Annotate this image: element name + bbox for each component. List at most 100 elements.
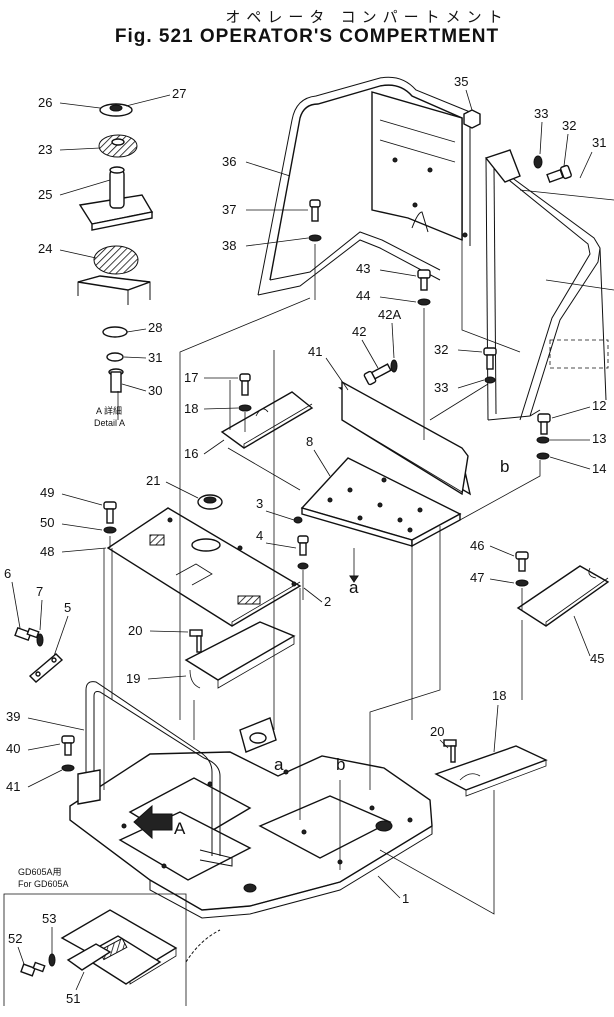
callout-1: 1 xyxy=(402,891,409,906)
part-4-bolt xyxy=(297,535,309,570)
callout-11: 12 xyxy=(592,398,606,413)
callout-53: 53 xyxy=(42,911,56,926)
detail-a-label: Detail A xyxy=(94,418,125,428)
part-32-bolt-lower xyxy=(483,347,497,370)
callout-20-upper: 20 xyxy=(128,623,142,638)
part-46-bolt xyxy=(515,551,529,572)
ref-b-lower: b xyxy=(336,755,345,774)
callout-18: 18 xyxy=(492,688,506,703)
ref-a-upper: a xyxy=(349,578,359,597)
part-42-bolt xyxy=(363,363,392,386)
inset-label-jp: GD605A用 xyxy=(18,867,62,877)
reference-letters: a a b b A xyxy=(174,457,509,838)
part-52-bolt xyxy=(20,961,46,977)
figure-title: Fig. 521 OPERATOR'S COMPERTMENT xyxy=(114,26,500,47)
part-19-pedal xyxy=(184,621,296,689)
part-12-washer xyxy=(536,436,550,444)
part-24-bracket xyxy=(78,166,154,231)
part-36-bolt xyxy=(309,199,321,222)
assembly-lines xyxy=(103,240,541,915)
callout-5: 5 xyxy=(64,600,71,615)
title-japanese: オペレータ コンパートメント xyxy=(225,9,509,26)
part-50-washer xyxy=(103,526,117,534)
callout-52: 52 xyxy=(8,931,22,946)
callout-33-lower: 33 xyxy=(434,380,448,395)
part-37-washer xyxy=(308,234,322,242)
part-31-side-frame xyxy=(484,149,614,421)
gd605a-inset: GD605A用 For GD605A xyxy=(3,867,221,1006)
part-30-lock-washer xyxy=(106,352,124,362)
part-6-bolt xyxy=(14,626,40,642)
callout-35: 36 xyxy=(222,154,236,169)
part-20-pin-lower xyxy=(443,739,457,763)
part-16-bolt xyxy=(239,373,251,396)
callout-6: 6 xyxy=(4,566,11,581)
part-34-nut xyxy=(463,109,481,129)
callout-4: 4 xyxy=(256,528,263,543)
part-22-rubber-mount xyxy=(98,134,138,158)
part-21-cap xyxy=(197,494,223,510)
inset-label: For GD605A xyxy=(18,879,69,889)
part-45-plate xyxy=(516,565,610,627)
part-43-bolt xyxy=(417,269,431,291)
callout-28: 30 xyxy=(148,383,162,398)
callout-26: 28 xyxy=(148,320,162,335)
callout-42a: 42A xyxy=(378,307,401,322)
part-32-bolt-upper xyxy=(546,164,572,184)
ref-b-upper: b xyxy=(500,457,509,476)
part-11-bolt xyxy=(537,413,551,435)
view-arrow-a xyxy=(133,804,173,840)
callout-22: 23 xyxy=(38,142,52,157)
callout-labels: 26 27 23 25 24 28 31 30 35 36 33 32 31 3… xyxy=(4,74,606,1006)
callout-7: 7 xyxy=(36,584,43,599)
part-39-bolt xyxy=(61,735,75,756)
callout-44: 44 xyxy=(356,288,370,303)
part-20-pin-upper xyxy=(189,629,203,653)
ref-a-lower: a xyxy=(274,755,284,774)
part-49-bolt xyxy=(103,501,117,524)
callout-16: 17 xyxy=(184,370,198,385)
callout-23: 24 xyxy=(38,241,52,256)
callout-36: 37 xyxy=(222,202,236,217)
callout-14: 16 xyxy=(184,446,198,461)
part-7-washer xyxy=(36,633,44,647)
detail-a-housing xyxy=(77,275,151,305)
callout-45: 45 xyxy=(590,651,604,666)
callout-51: 51 xyxy=(66,991,80,1006)
callout-20-lower: 20 xyxy=(430,724,444,739)
part-23-rubber-mount xyxy=(93,245,139,275)
callout-32-lower: 32 xyxy=(434,342,448,357)
callout-41: 41 xyxy=(308,344,322,359)
part-33-washer-lower xyxy=(484,376,496,384)
callout-33-upper: 33 xyxy=(534,106,548,121)
callout-21: 21 xyxy=(146,473,160,488)
part-13-washer xyxy=(536,452,550,460)
callout-34: 35 xyxy=(454,74,468,89)
callout-46: 46 xyxy=(470,538,484,553)
part-53-washer xyxy=(48,953,56,967)
part-27-bolt-head xyxy=(109,104,123,112)
callout-24: 25 xyxy=(38,187,52,202)
part-3-washer xyxy=(293,516,303,524)
detail-a-assembly: A 詳細 Detail A xyxy=(77,103,154,428)
part-44-washer xyxy=(417,298,431,306)
callout-47: 47 xyxy=(470,570,484,585)
part-35-cab-frame xyxy=(257,76,471,296)
part-38-handrail xyxy=(77,681,233,867)
callout-40: 41 xyxy=(6,779,20,794)
callout-17: 18 xyxy=(184,401,198,416)
callout-48: 48 xyxy=(40,544,54,559)
callout-19: 19 xyxy=(126,671,140,686)
callout-2: 2 xyxy=(324,594,331,609)
part-41-panel xyxy=(338,380,472,496)
part-47-washer xyxy=(515,579,529,587)
callout-32-upper: 32 xyxy=(562,118,576,133)
callout-25: 26 xyxy=(38,95,52,110)
callout-12: 13 xyxy=(592,431,606,446)
callout-39: 40 xyxy=(6,741,20,756)
part-40-washer xyxy=(61,764,75,772)
callout-8: 8 xyxy=(306,434,313,449)
part-14-plate xyxy=(220,391,314,449)
callout-27: 27 xyxy=(172,86,186,101)
